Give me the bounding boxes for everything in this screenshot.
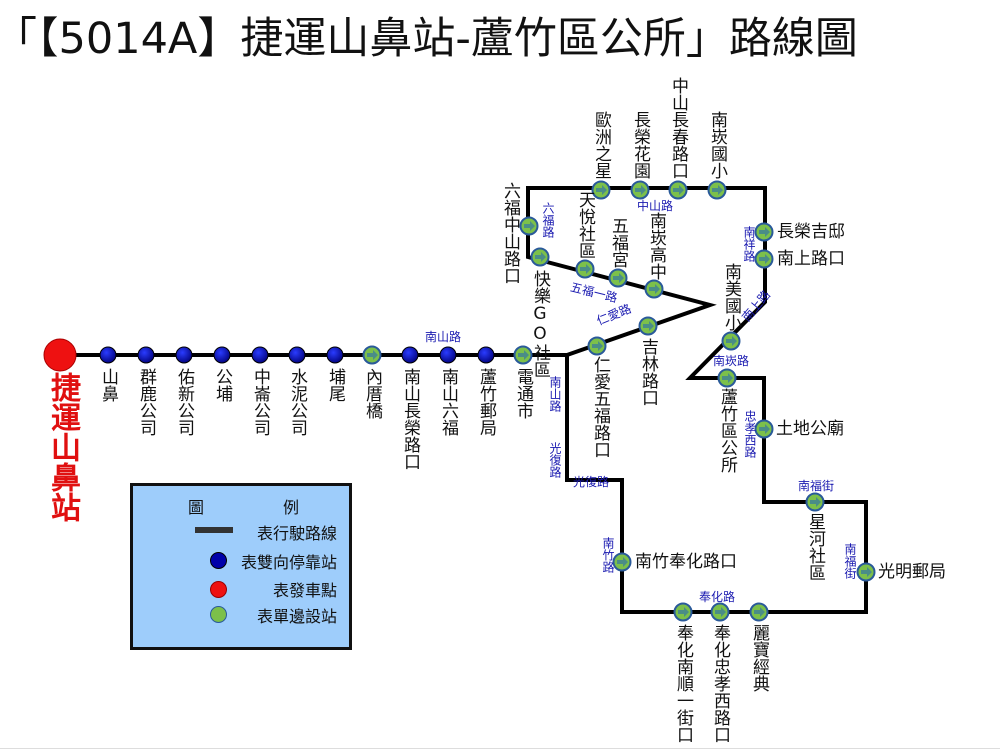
legend-route-line-swatch: [195, 527, 233, 533]
legend-start-icon: [210, 581, 227, 598]
direction-arrow-icon: [617, 557, 628, 567]
legend-one-way-label: 表單邊設站: [256, 607, 337, 626]
stop-label: 中山長春路口: [668, 77, 688, 179]
legend-two-way-stop-icon: [210, 552, 227, 569]
stop-label: 山鼻: [98, 368, 118, 402]
stop-label: 六福中山路口: [500, 182, 520, 284]
direction-arrow-icon: [861, 567, 872, 577]
two-way-stop-marker: [401, 346, 419, 364]
stop-label: 奉化南順一街口: [673, 624, 693, 743]
stop-label: 奉化忠孝西路口: [710, 624, 730, 743]
stop-label: 南崁高中: [646, 212, 666, 280]
stop-label: 長榮吉邸: [777, 222, 845, 242]
two-way-stop-marker: [213, 346, 231, 364]
stop-label: 電通市: [513, 368, 533, 419]
direction-arrow-icon: [810, 497, 821, 507]
road-name-label: 南福街: [798, 479, 835, 493]
stop-label: 南山長榮路口: [400, 368, 420, 470]
direction-arrow-icon: [726, 336, 737, 346]
direction-arrow-icon: [715, 607, 726, 617]
stop-label: 五福宮: [608, 217, 628, 268]
road-name-label: 南山路: [548, 376, 562, 412]
legend-route-label: 表行駛路線: [256, 524, 337, 543]
stop-label: 佑新公司: [174, 368, 194, 436]
stop-label: 中崙公司: [250, 368, 270, 436]
legend-start-label: 表發車點: [272, 581, 337, 600]
two-way-stop-marker: [137, 346, 155, 364]
stop-label: 麗寶經典: [749, 624, 769, 692]
stop-label: 吉林路口: [638, 338, 658, 406]
stop-label: 公埔: [212, 368, 232, 402]
two-way-stop-marker: [477, 346, 495, 364]
road-name-label: 南福街: [843, 543, 857, 579]
stop-label: 蘆竹郵局: [476, 368, 496, 436]
direction-arrow-icon: [759, 254, 770, 264]
stop-label: 南美國小: [721, 263, 741, 331]
two-way-stop-marker: [326, 346, 344, 364]
legend-one-way-stop-icon: [210, 606, 227, 623]
direction-arrow-icon: [635, 185, 646, 195]
stop-label: 仁愛五福路口: [590, 356, 610, 458]
stop-label: 蘆竹區公所: [717, 388, 737, 473]
direction-arrow-icon: [524, 221, 535, 231]
stop-label: 快樂GO社區: [530, 270, 550, 378]
road-name-label: 光復路: [548, 442, 562, 478]
stop-label: 光明郵局: [878, 562, 946, 582]
direction-arrow-icon: [722, 373, 733, 383]
direction-arrow-icon: [759, 227, 770, 237]
road-name-label: 南山路: [425, 330, 462, 344]
direction-arrow-icon: [367, 350, 378, 360]
start-station-label: 捷運山鼻站: [45, 372, 80, 522]
stop-label: 歐洲之星: [591, 111, 611, 179]
road-name-label: 南祥路: [742, 226, 756, 262]
stop-label: 水泥公司: [287, 368, 307, 436]
direction-arrow-icon: [649, 284, 660, 294]
direction-arrow-icon: [754, 607, 765, 617]
direction-arrow-icon: [678, 607, 689, 617]
direction-arrow-icon: [673, 185, 684, 195]
two-way-stop-marker: [175, 346, 193, 364]
divider: [0, 748, 1000, 749]
stop-label: 南上路口: [777, 249, 845, 269]
stop-label: 星河社區: [805, 513, 825, 581]
direction-arrow-icon: [580, 264, 591, 274]
road-name-label: 南崁路: [713, 354, 750, 368]
legend-title-right: 例: [283, 498, 300, 517]
stop-label: 埔尾: [325, 368, 345, 402]
legend: 圖 例 表行駛路線 表雙向停靠站 表發車點 表單邊設站: [130, 483, 352, 650]
stop-label: 南崁國小: [707, 111, 727, 179]
two-way-stop-marker: [439, 346, 457, 364]
stop-label: 群鹿公司: [136, 368, 156, 436]
start-point-marker: [43, 338, 77, 372]
legend-two-way-label: 表雙向停靠站: [240, 553, 337, 572]
road-name-label: 忠孝西路: [743, 410, 757, 458]
stop-label: 長榮花園: [630, 111, 650, 179]
direction-arrow-icon: [518, 350, 529, 360]
stop-label: 南竹奉化路口: [635, 552, 737, 572]
map-title: 「【5014A】捷運山鼻站-蘆竹區公所」路線圖: [0, 14, 858, 64]
road-name-label: 中山路: [637, 199, 674, 213]
road-name-label: 奉化路: [699, 590, 736, 604]
road-name-label: 光復路: [573, 475, 610, 489]
two-way-stop-marker: [99, 346, 117, 364]
direction-arrow-icon: [712, 185, 723, 195]
two-way-stop-marker: [288, 346, 306, 364]
stop-label: 天悅社區: [575, 191, 595, 259]
direction-arrow-icon: [535, 252, 546, 262]
direction-arrow-icon: [613, 273, 624, 283]
legend-title-left: 圖: [188, 498, 205, 517]
direction-arrow-icon: [596, 185, 607, 195]
stop-label: 土地公廟: [776, 419, 844, 439]
road-name-label: 六福路: [541, 202, 555, 238]
direction-arrow-icon: [759, 424, 770, 434]
direction-arrow-icon: [643, 321, 654, 331]
two-way-stop-marker: [251, 346, 269, 364]
road-name-label: 南竹路: [601, 537, 615, 573]
direction-arrow-icon: [592, 341, 603, 351]
stop-label: 內厝橋: [362, 368, 382, 419]
stop-label: 南山六福: [438, 368, 458, 436]
